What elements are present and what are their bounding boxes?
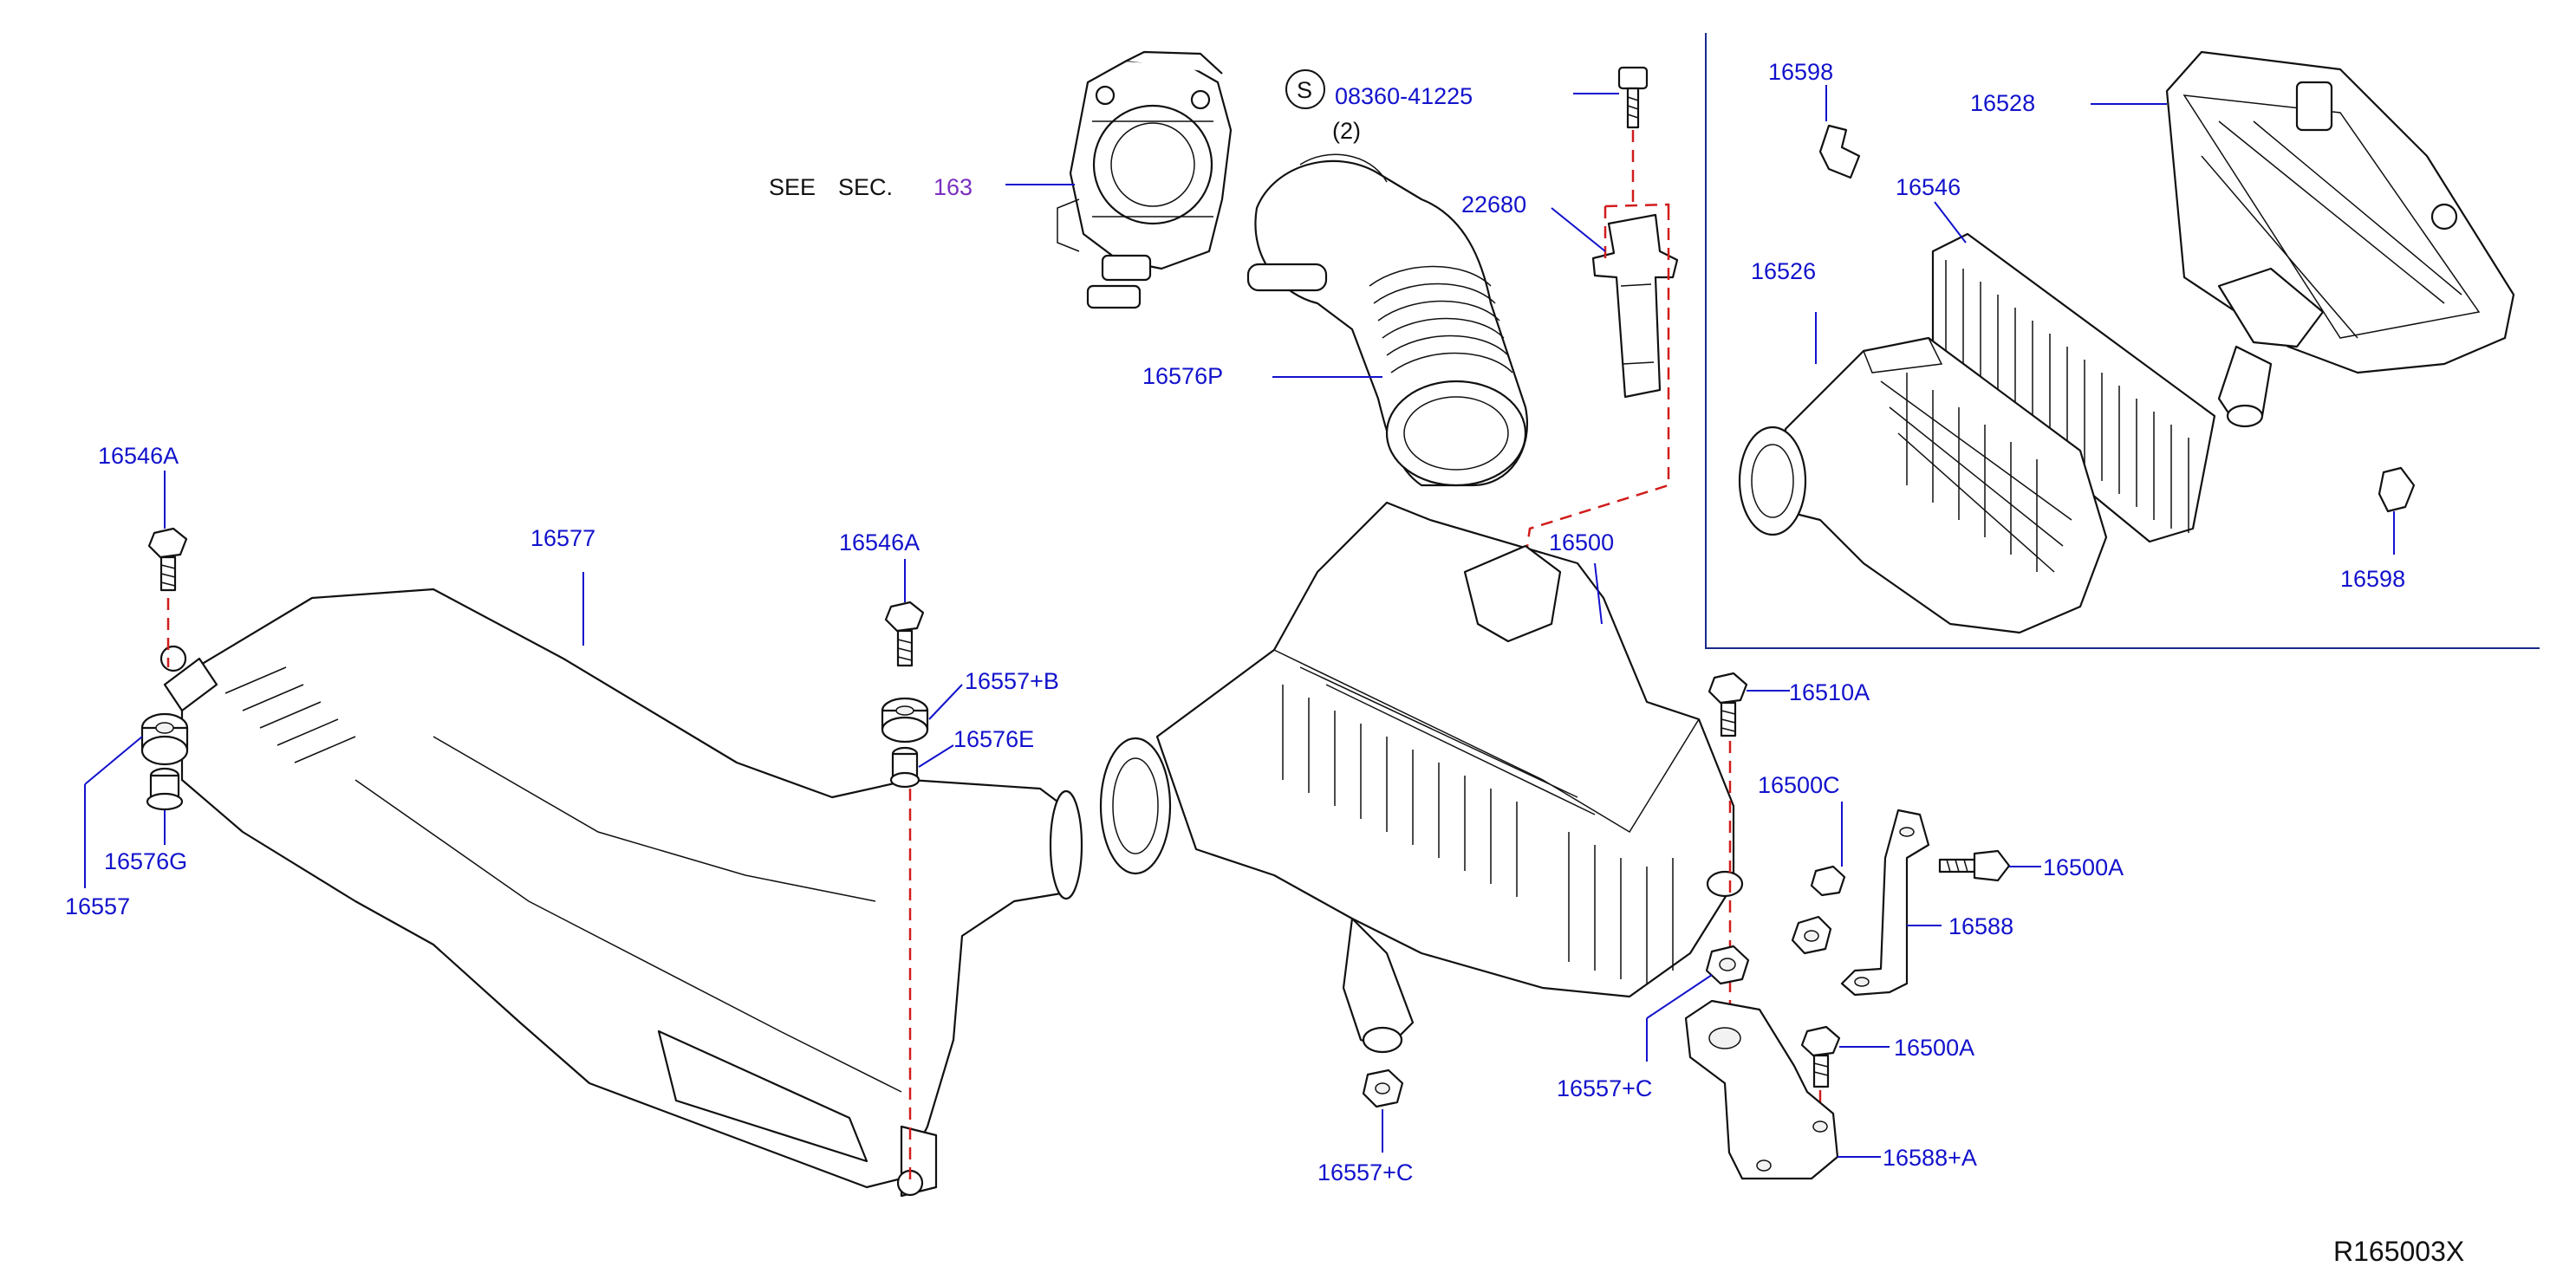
air-cleaner-lower-16526-illustration xyxy=(1738,336,2108,634)
screw-08360-illustration xyxy=(1617,66,1649,129)
bolt-16546a-mid-illustration xyxy=(884,601,925,667)
bolt-16500a-low-illustration xyxy=(1800,1025,1841,1088)
label-16528[interactable]: 16528 xyxy=(1970,90,2035,116)
label-16526[interactable]: 16526 xyxy=(1751,258,1816,284)
label-16598-top[interactable]: 16598 xyxy=(1768,59,1833,85)
inset-frame xyxy=(1705,33,2540,649)
mass-airflow-sensor-illustration xyxy=(1591,213,1679,399)
label-16546a-mid[interactable]: 16546A xyxy=(839,529,920,555)
air-cleaner-assembly-16500-illustration xyxy=(1099,501,1744,1054)
label-screw-qty: (2) xyxy=(1332,118,1361,144)
screw-symbol-letter: S xyxy=(1297,77,1312,103)
bolt-16546a-left-illustration xyxy=(147,527,188,592)
label-16576g[interactable]: 16576G xyxy=(104,848,187,874)
label-16576e[interactable]: 16576E xyxy=(953,726,1034,752)
grommet-16557b-illustration xyxy=(881,697,929,744)
label-16557b[interactable]: 16557+B xyxy=(965,668,1059,694)
grommet-16557c-mid-illustration xyxy=(1705,945,1750,985)
air-cleaner-upper-16528-illustration xyxy=(2165,50,2515,428)
label-16576p[interactable]: 16576P xyxy=(1142,363,1223,389)
see-label: SEE xyxy=(769,174,816,200)
label-16500[interactable]: 16500 xyxy=(1549,529,1614,555)
nut-16500c-illustration xyxy=(1791,865,1846,955)
leader-16557 xyxy=(84,736,143,785)
label-16500a-right[interactable]: 16500A xyxy=(2043,854,2124,880)
air-inlet-duct-16577-illustration xyxy=(159,588,1083,1198)
leader-16500 xyxy=(1594,562,1603,625)
air-duct-16576p-illustration xyxy=(1246,153,1528,487)
throttle-body-illustration xyxy=(1057,50,1233,309)
label-16500a-low[interactable]: 16500A xyxy=(1894,1035,1974,1061)
grommet-16557c-bottom-illustration xyxy=(1362,1068,1404,1108)
label-16598-bottom[interactable]: 16598 xyxy=(2340,566,2405,592)
label-16577[interactable]: 16577 xyxy=(530,525,595,551)
label-08360-41225[interactable]: 08360-41225 xyxy=(1335,83,1473,109)
label-16546a-left[interactable]: 16546A xyxy=(98,443,179,469)
label-16588a[interactable]: 16588+A xyxy=(1883,1145,1977,1171)
bracket-16588a-illustration xyxy=(1684,999,1839,1180)
bracket-16588-illustration xyxy=(1840,809,1930,997)
clip-16598-top-illustration xyxy=(1818,124,1861,179)
reference-code: R165003X xyxy=(2333,1236,2464,1267)
grommet-16557-illustration xyxy=(140,712,189,766)
bolt-16500a-right-illustration xyxy=(1938,849,2011,882)
bolt-16510a-illustration xyxy=(1708,672,1748,737)
label-16557[interactable]: 16557 xyxy=(65,893,130,919)
label-16500c[interactable]: 16500C xyxy=(1758,772,1840,798)
clip-16598-bottom-illustration xyxy=(2378,466,2416,513)
label-16588[interactable]: 16588 xyxy=(1948,913,2013,939)
section-link-163[interactable]: 163 xyxy=(933,174,973,200)
label-16557c-mid[interactable]: 16557+C xyxy=(1557,1075,1652,1101)
label-16557c-bottom[interactable]: 16557+C xyxy=(1317,1159,1413,1185)
label-22680[interactable]: 22680 xyxy=(1461,192,1526,218)
leader-22680 xyxy=(1551,207,1606,252)
sec-label: SEC. xyxy=(838,174,893,200)
leader-16557b xyxy=(928,684,963,720)
collar-16576e-illustration xyxy=(889,746,920,789)
screw-symbol-circle xyxy=(1285,69,1325,109)
leader-16557c-mid xyxy=(1646,974,1713,1019)
collar-16576g-illustration xyxy=(146,767,184,811)
leader-16546 xyxy=(1934,201,1967,244)
leader-16576e xyxy=(918,744,954,768)
label-16546[interactable]: 16546 xyxy=(1896,174,1961,200)
label-16510a[interactable]: 16510A xyxy=(1789,679,1870,705)
